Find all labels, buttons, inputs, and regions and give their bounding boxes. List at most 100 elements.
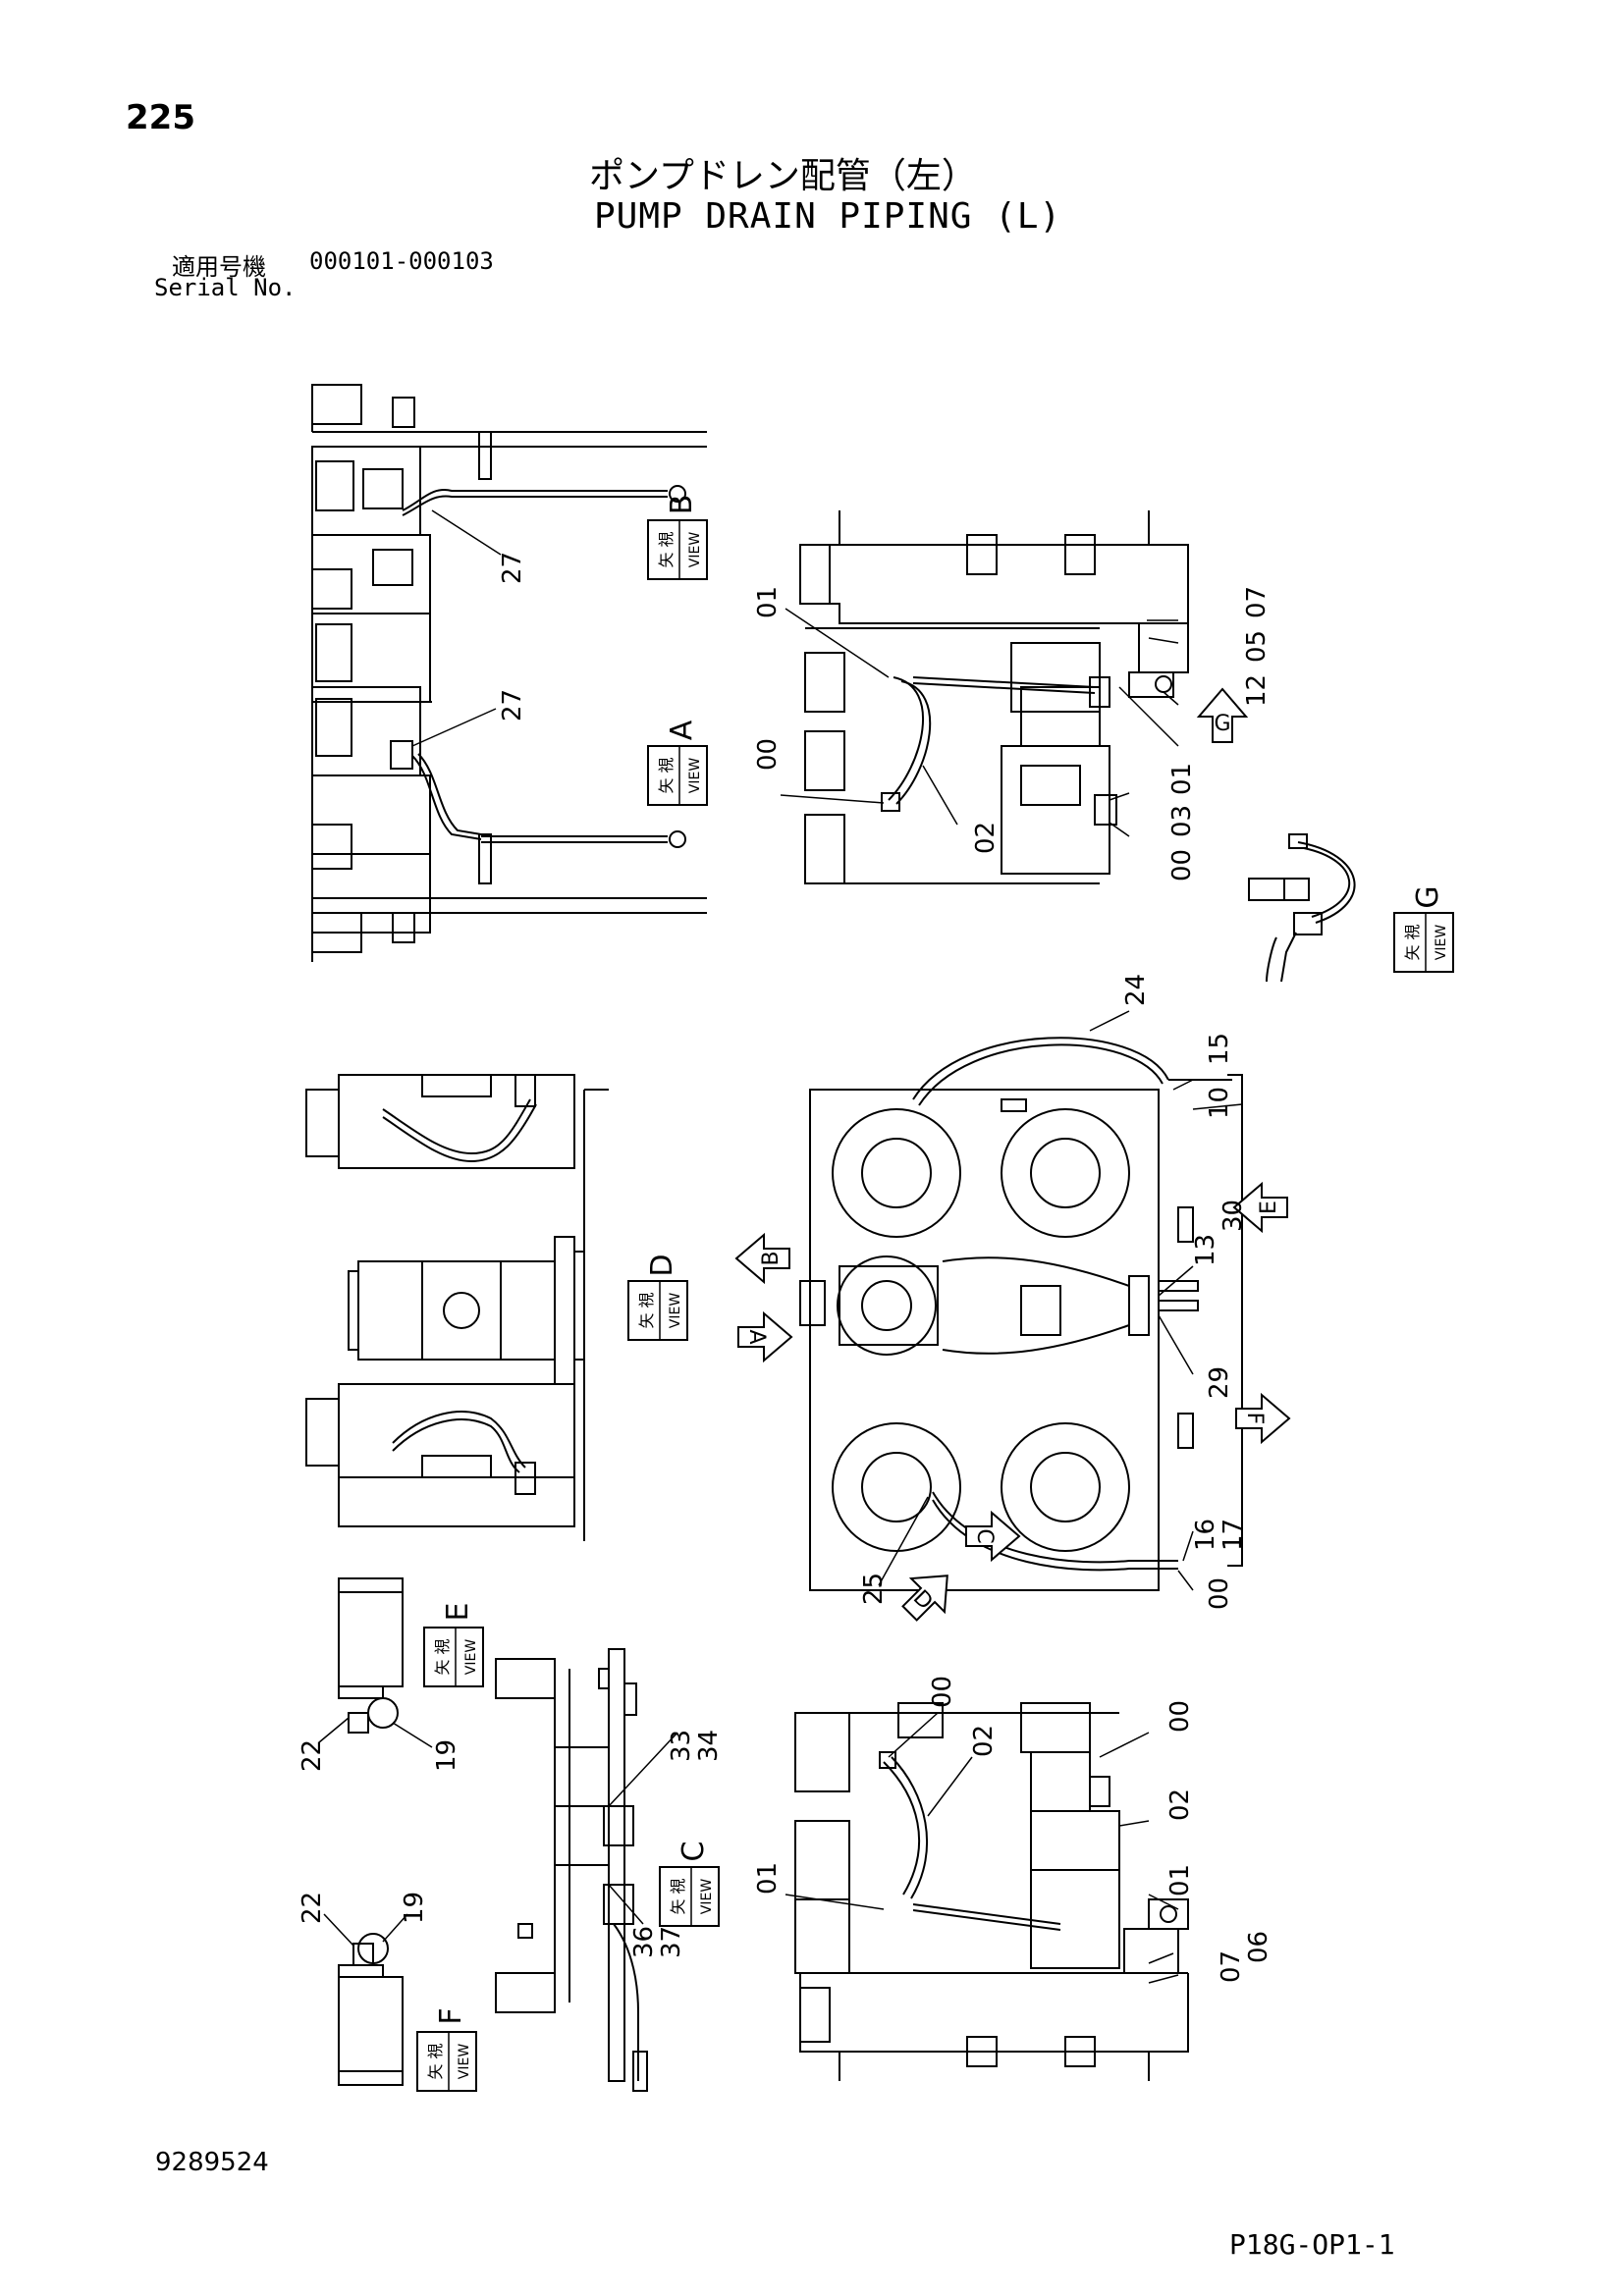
callout-br-01a: 01 bbox=[1165, 1864, 1195, 1896]
callout-tr-05: 05 bbox=[1242, 630, 1272, 663]
direction-arrow-d: D bbox=[901, 1575, 948, 1622]
callout-c-17: 17 bbox=[1218, 1519, 1248, 1551]
callout-numbers: 27 27 01 07 05 12 01 03 00 02 00 24 15 1… bbox=[298, 552, 1273, 1983]
callout-tr-03: 03 bbox=[1167, 805, 1197, 837]
callout-c-15: 15 bbox=[1205, 1033, 1234, 1065]
view-box-c-en: VIEW bbox=[699, 1879, 715, 1915]
serial-range: 000101-000103 bbox=[309, 247, 494, 275]
callout-tr-01b: 01 bbox=[1167, 763, 1197, 795]
direction-arrow-b-label: B bbox=[759, 1251, 784, 1265]
direction-arrow-g: G bbox=[1196, 687, 1249, 743]
view-box-b-letter: B bbox=[665, 495, 699, 515]
callout-c-13: 13 bbox=[1191, 1234, 1220, 1266]
callout-c-10: 10 bbox=[1205, 1087, 1234, 1119]
view-box-g-en: VIEW bbox=[1434, 925, 1449, 961]
view-box-d: 矢 視 VIEW D bbox=[627, 1254, 688, 1341]
page-title-en: PUMP DRAIN PIPING (L) bbox=[594, 196, 1062, 237]
callout-c-00: 00 bbox=[1205, 1577, 1234, 1610]
direction-arrow-g-label: G bbox=[1214, 712, 1230, 736]
view-box-b-en: VIEW bbox=[687, 532, 703, 568]
callout-view-a-27: 27 bbox=[498, 689, 527, 721]
view-a-drawing bbox=[311, 686, 707, 962]
callout-tr-02: 02 bbox=[971, 822, 1001, 854]
callout-vc-37: 37 bbox=[657, 1926, 686, 1958]
direction-arrow-e: E bbox=[1232, 1181, 1288, 1234]
page-title-jp: ポンプドレン配管（左） bbox=[589, 156, 977, 196]
view-label-boxes: 矢 視 VIEW B 矢 視 VIEW A 矢 視 VIEW G 矢 視 VIE… bbox=[416, 495, 1454, 2092]
callout-c-30: 30 bbox=[1218, 1200, 1248, 1232]
direction-arrow-a: A bbox=[737, 1310, 793, 1363]
leader-lines bbox=[318, 509, 1243, 1984]
view-box-c: 矢 視 VIEW C bbox=[659, 1842, 720, 1927]
callout-c-16: 16 bbox=[1191, 1519, 1220, 1551]
view-g-drawing bbox=[1248, 833, 1356, 983]
callout-c-29: 29 bbox=[1205, 1366, 1234, 1399]
direction-arrow-f: F bbox=[1235, 1392, 1291, 1445]
direction-arrow-c-label: C bbox=[972, 1528, 997, 1543]
view-box-b: 矢 視 VIEW B bbox=[647, 495, 708, 580]
view-d-drawing bbox=[305, 1074, 609, 1541]
direction-arrow-a-label: A bbox=[744, 1329, 769, 1344]
view-box-g-letter: G bbox=[1411, 885, 1445, 908]
callout-tr-01a: 01 bbox=[753, 586, 783, 618]
view-box-e-letter: E bbox=[441, 1603, 475, 1622]
callout-vc-33: 33 bbox=[667, 1730, 696, 1762]
callout-vc-34: 34 bbox=[694, 1730, 724, 1762]
callout-tr-07: 07 bbox=[1242, 586, 1272, 618]
view-f-drawing bbox=[338, 1933, 404, 2086]
view-box-a-en: VIEW bbox=[687, 758, 703, 794]
view-box-d-en: VIEW bbox=[668, 1293, 683, 1329]
callout-f-19: 19 bbox=[400, 1892, 429, 1924]
direction-arrow-b: B bbox=[734, 1232, 790, 1285]
callout-tr-00b: 00 bbox=[753, 738, 783, 771]
direction-arrow-e-label: E bbox=[1257, 1201, 1281, 1214]
callout-f-22: 22 bbox=[298, 1892, 327, 1924]
callout-e-22: 22 bbox=[298, 1739, 327, 1772]
view-box-a-jp: 矢 視 bbox=[657, 757, 676, 793]
direction-arrows: G E B A F C D bbox=[734, 687, 1291, 1622]
callout-view-b-27: 27 bbox=[498, 552, 527, 584]
callout-br-06: 06 bbox=[1244, 1931, 1273, 1963]
view-e-drawing bbox=[338, 1577, 404, 1734]
view-box-b-jp: 矢 視 bbox=[657, 531, 676, 567]
view-box-f-en: VIEW bbox=[457, 2044, 472, 2080]
view-box-a: 矢 視 VIEW A bbox=[647, 720, 708, 806]
view-box-f-jp: 矢 視 bbox=[426, 2043, 445, 2079]
view-b-drawing bbox=[311, 384, 707, 703]
view-box-e-jp: 矢 視 bbox=[433, 1638, 452, 1675]
bottom-right-view-drawing bbox=[794, 1702, 1189, 2081]
view-box-g-jp: 矢 視 bbox=[1403, 924, 1422, 960]
direction-arrow-c: C bbox=[965, 1510, 1021, 1563]
center-view-drawing bbox=[799, 1037, 1243, 1591]
callout-br-02b: 02 bbox=[1165, 1789, 1195, 1821]
serial-label-jp: 適用号機 bbox=[172, 253, 266, 281]
view-box-e: 矢 視 VIEW E bbox=[423, 1603, 484, 1687]
part-number: 9289524 bbox=[155, 2148, 269, 2177]
direction-arrow-f-label: F bbox=[1242, 1413, 1267, 1425]
callout-br-02a: 02 bbox=[969, 1725, 999, 1757]
figure-code: P18G-OP1-1 bbox=[1229, 2228, 1395, 2261]
callout-br-00a: 00 bbox=[928, 1676, 957, 1708]
view-box-d-letter: D bbox=[645, 1254, 679, 1276]
view-box-a-letter: A bbox=[665, 720, 699, 740]
view-box-d-jp: 矢 視 bbox=[637, 1292, 656, 1328]
view-box-e-en: VIEW bbox=[463, 1639, 479, 1676]
view-box-f: 矢 視 VIEW F bbox=[416, 2007, 477, 2092]
callout-vc-36: 36 bbox=[629, 1926, 659, 1958]
view-box-f-letter: F bbox=[434, 2007, 468, 2024]
callout-tr-00a: 00 bbox=[1167, 849, 1197, 881]
top-right-view-drawing bbox=[799, 510, 1189, 884]
callout-br-07: 07 bbox=[1217, 1950, 1246, 1983]
view-box-g: 矢 視 VIEW G bbox=[1393, 885, 1454, 973]
callout-br-00b: 00 bbox=[1165, 1700, 1195, 1733]
callout-tr-12: 12 bbox=[1242, 674, 1272, 707]
page-number: 225 bbox=[126, 98, 195, 137]
callout-br-01b: 01 bbox=[753, 1862, 783, 1895]
serial-label-en: Serial No. bbox=[154, 274, 297, 301]
view-c-drawing bbox=[495, 1648, 648, 2092]
callout-c-25: 25 bbox=[859, 1573, 889, 1605]
view-box-c-jp: 矢 視 bbox=[669, 1878, 687, 1914]
callout-e-19: 19 bbox=[432, 1739, 461, 1772]
callout-c-24: 24 bbox=[1121, 974, 1151, 1006]
